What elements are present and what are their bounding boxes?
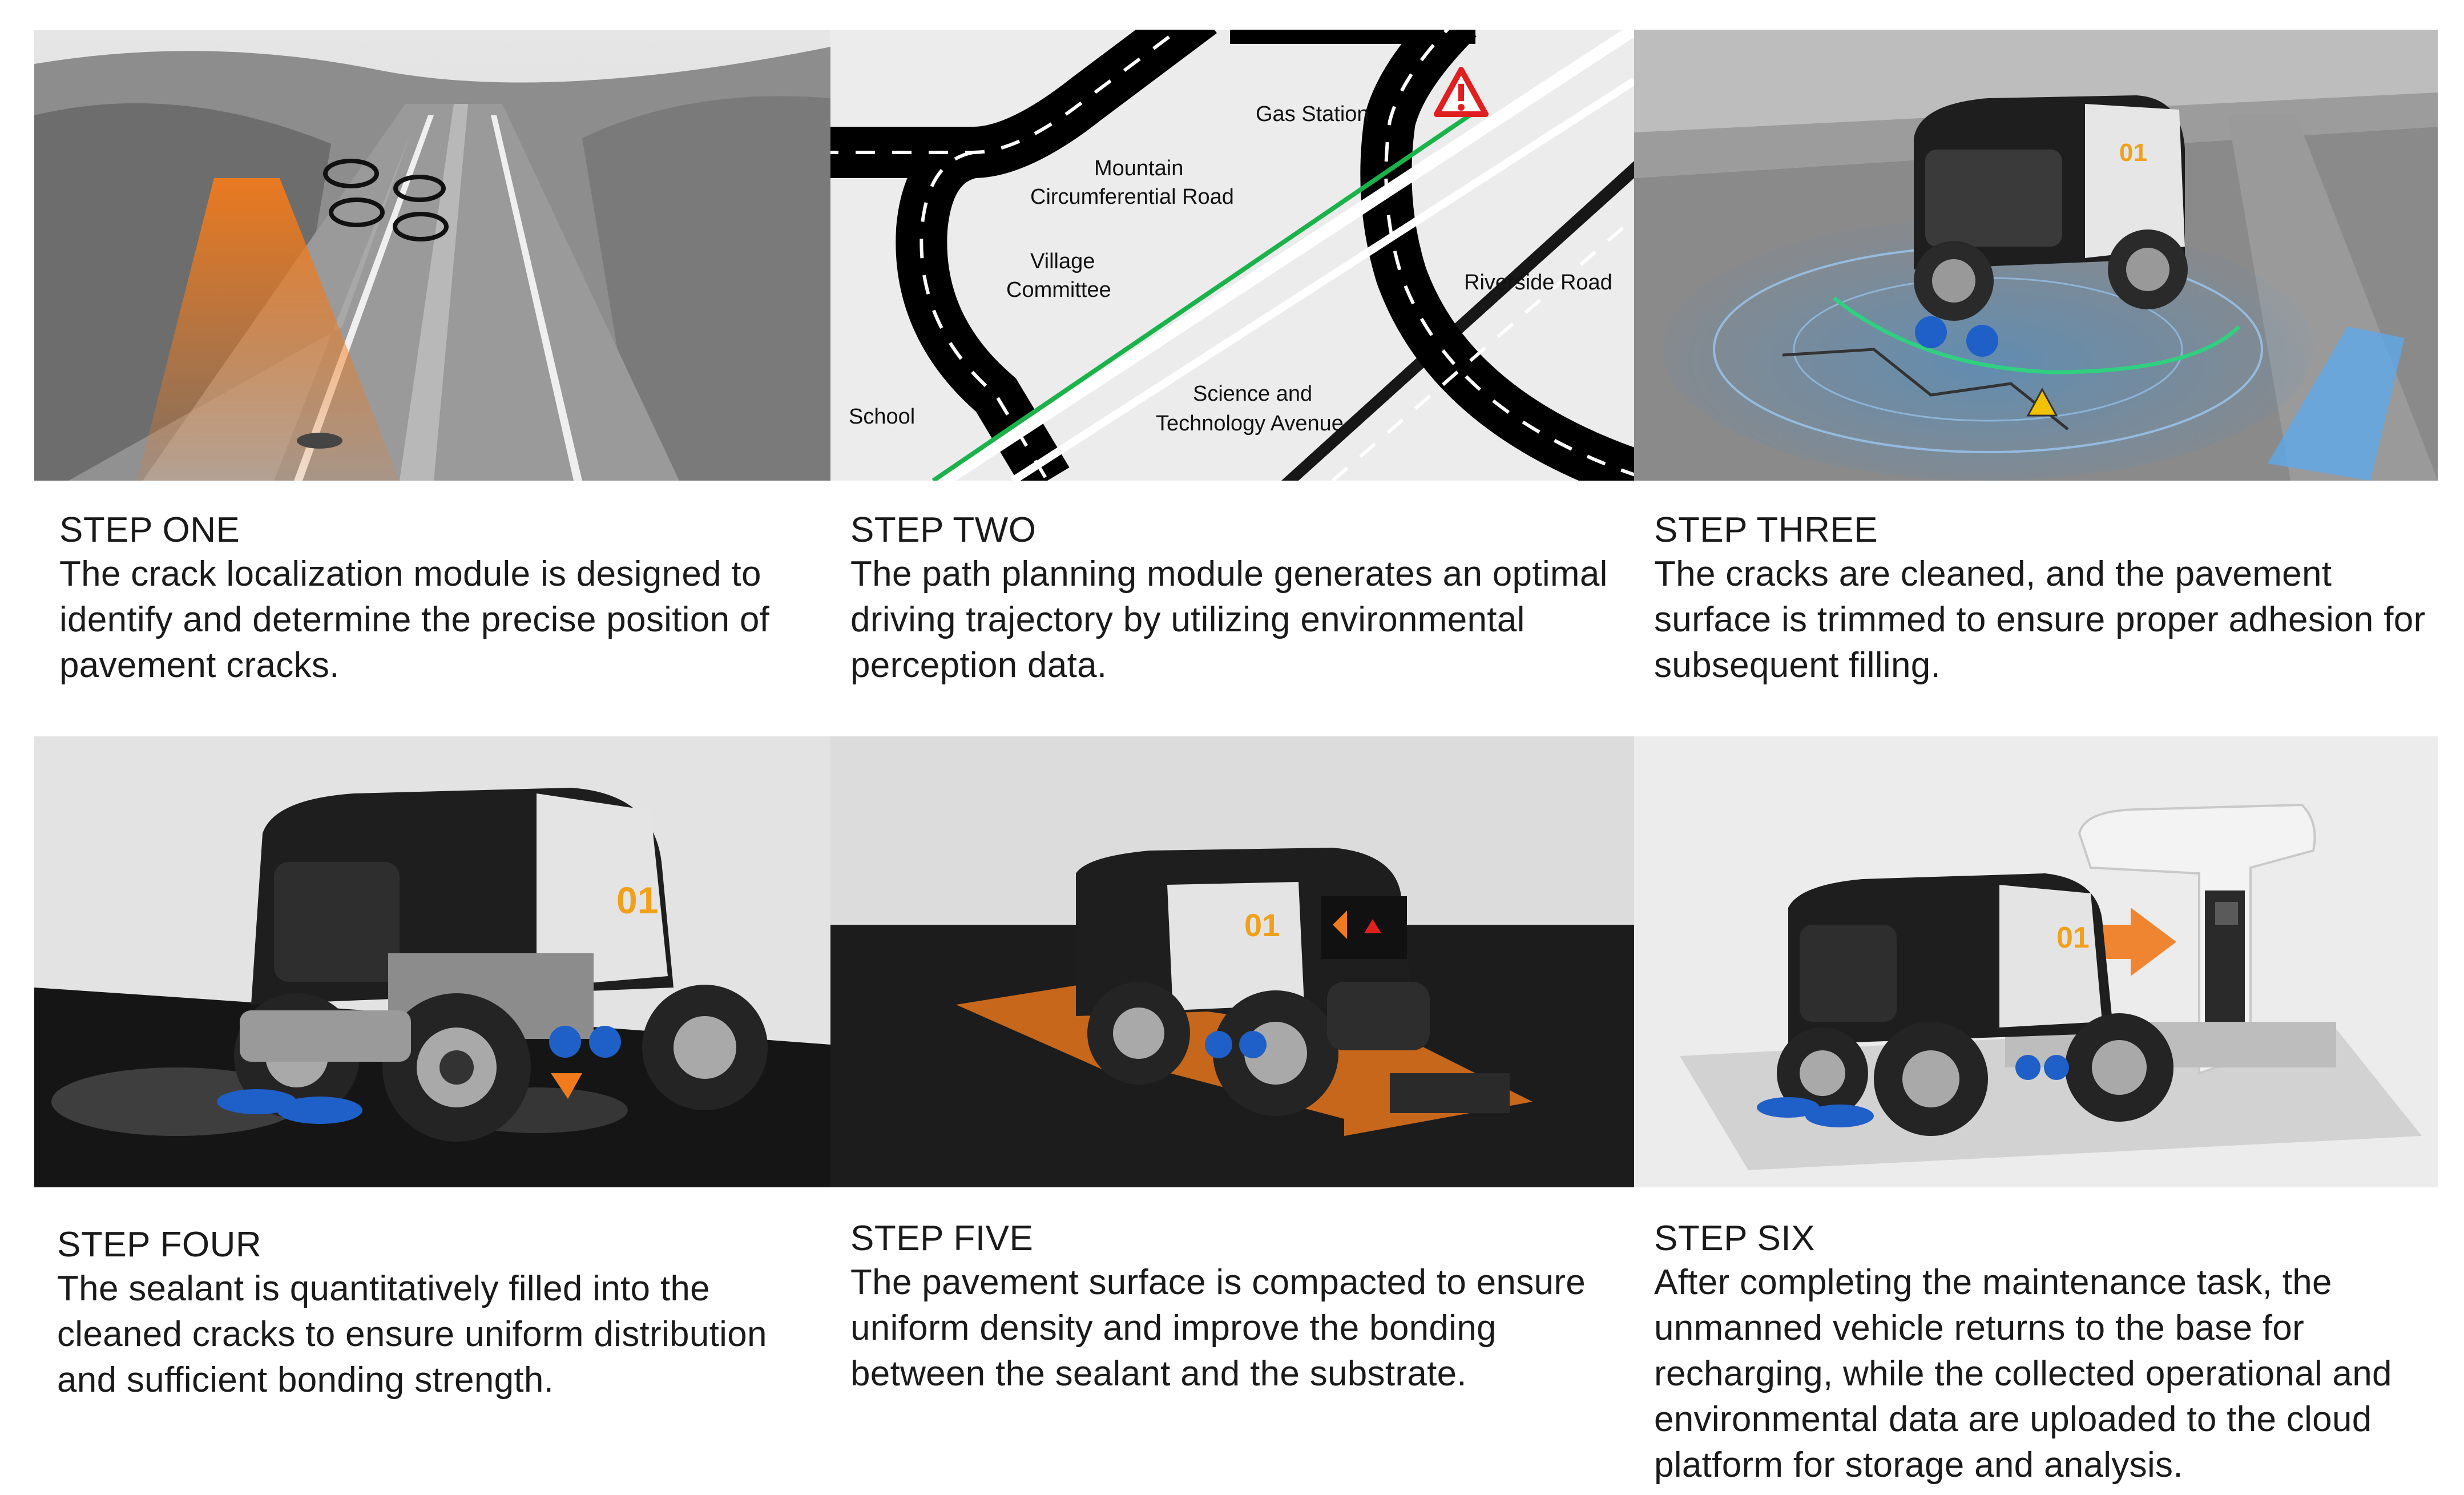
drone-icon <box>323 159 449 241</box>
step-title: STEP ONE <box>59 510 240 550</box>
step-title: STEP FOUR <box>57 1225 262 1264</box>
charging-station <box>2005 803 2336 1075</box>
step-title: STEP FIVE <box>850 1219 1034 1258</box>
map-label-riverside: Riverside Road <box>1464 271 1612 295</box>
map-label-science-2: Technology Avenue <box>1156 412 1344 436</box>
map-label-science-1: Science and <box>1193 382 1312 406</box>
step-five-image: 01 <box>830 736 1634 1187</box>
vehicle-number: 01 <box>1244 907 1280 943</box>
robot-vehicle: 01 <box>1914 95 2188 357</box>
step-title: STEP TWO <box>850 510 1037 550</box>
step-description: The crack localization module is designe… <box>59 554 770 685</box>
map-label-school: School <box>849 405 915 429</box>
map-label-mountain-1: Mountain <box>1094 156 1183 180</box>
warning-icon <box>1434 67 1489 117</box>
step-one: STEP ONE The crack localization module i… <box>59 509 818 688</box>
map-label-village-1: Village <box>1030 249 1095 273</box>
arrow-down-icon <box>551 1073 582 1099</box>
map-label-gas-station: Gas Station <box>1256 102 1369 126</box>
step-one-image <box>34 30 830 481</box>
step-two: STEP TWO The path planning module genera… <box>850 509 1618 688</box>
step-four-image: 01 <box>34 736 830 1187</box>
step-title: STEP THREE <box>1654 510 1878 550</box>
step-description: The sealant is quantitatively filled int… <box>57 1269 767 1400</box>
map-label-mountain-2: Circumferential Road <box>1030 185 1234 209</box>
map-label-village-2: Committee <box>1006 278 1111 302</box>
step-three-image: 01 <box>1634 30 2438 481</box>
step-title: STEP SIX <box>1654 1219 1815 1258</box>
step-five: STEP FIVE The pavement surface is compac… <box>850 1218 1618 1397</box>
step-description: After completing the maintenance task, t… <box>1654 1263 2392 1485</box>
step-four: STEP FOUR The sealant is quantitatively … <box>57 1224 822 1403</box>
vehicle-number: 01 <box>2119 139 2147 167</box>
step-description: The cracks are cleaned, and the pavement… <box>1654 554 2426 685</box>
planned-path <box>931 113 1471 481</box>
step-two-map: Gas Station Mountain Circumferential Roa… <box>830 30 1634 481</box>
step-three: STEP THREE The cracks are cleaned, and t… <box>1654 509 2430 688</box>
step-six-image: 01 <box>1634 736 2438 1187</box>
robot-vehicle: 01 <box>1076 848 1430 1116</box>
step-description: The pavement surface is compacted to ens… <box>850 1263 1586 1393</box>
step-description: The path planning module generates an op… <box>850 554 1608 685</box>
vehicle-number: 01 <box>616 879 658 921</box>
step-six: STEP SIX After completing the maintenanc… <box>1654 1218 2430 1488</box>
scan-beam <box>137 178 400 481</box>
vehicle-number: 01 <box>2056 921 2090 954</box>
robot-vehicle: 01 <box>217 788 768 1142</box>
robot-vehicle: 01 <box>1757 873 2173 1136</box>
